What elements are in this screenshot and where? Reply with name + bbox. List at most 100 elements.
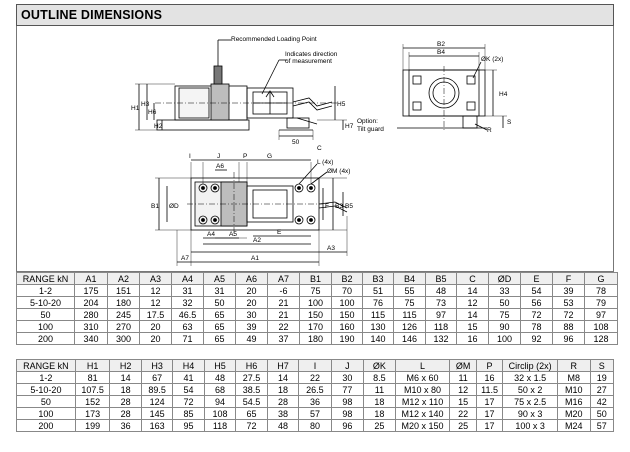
table-cell: 200 bbox=[16, 419, 76, 432]
table-cell: 12 bbox=[139, 296, 172, 309]
table-cell: 118 bbox=[425, 320, 457, 333]
table-cell: 54 bbox=[172, 383, 205, 396]
table-cell: 77 bbox=[330, 383, 365, 396]
section-header: OUTLINE DIMENSIONS bbox=[16, 4, 614, 26]
table-cell: 79 bbox=[584, 296, 618, 309]
table-cell: 72 bbox=[172, 395, 205, 408]
table-cell: 48 bbox=[425, 284, 457, 297]
callout-loading-point: Recommended Loading Point bbox=[231, 36, 317, 43]
table-cell: 17.5 bbox=[139, 308, 172, 321]
table-cell: M10 bbox=[557, 383, 591, 396]
table-cell: 65 bbox=[203, 308, 236, 321]
table-cell: M24 bbox=[557, 419, 591, 432]
dim-a6: A6 bbox=[216, 163, 224, 170]
header-cell: H6 bbox=[235, 359, 268, 372]
dim-a3: A3 bbox=[327, 245, 335, 252]
header-cell: RANGE kN bbox=[16, 272, 75, 285]
table-cell: 88 bbox=[552, 320, 585, 333]
table-cell: 89.5 bbox=[140, 383, 174, 396]
table-cell: 90 x 3 bbox=[502, 407, 559, 420]
header-cell: A1 bbox=[74, 272, 108, 285]
table-cell: 145 bbox=[140, 407, 174, 420]
table-cell: 1-2 bbox=[16, 284, 75, 297]
table-cell: 41 bbox=[172, 371, 205, 384]
header-cell: P bbox=[475, 359, 504, 372]
table-cell: 150 bbox=[331, 308, 363, 321]
table-cell: 160 bbox=[331, 320, 363, 333]
dim-b4: B4 bbox=[437, 49, 445, 56]
header-cell: B2 bbox=[331, 272, 363, 285]
dim-a5: A5 bbox=[229, 231, 237, 238]
table-cell: 17 bbox=[475, 395, 504, 408]
table-cell: M10 x 80 bbox=[394, 383, 451, 396]
table-cell: 21 bbox=[267, 296, 300, 309]
dim-50: 50 bbox=[292, 139, 300, 146]
table-cell: 152 bbox=[74, 395, 111, 408]
table-cell: 12 bbox=[139, 284, 172, 297]
header-cell: J bbox=[330, 359, 365, 372]
table-cell: 100 bbox=[299, 296, 332, 309]
table-cell: 54.5 bbox=[235, 395, 268, 408]
table-cell: 15 bbox=[449, 395, 477, 408]
table-cell: 5-10-20 bbox=[16, 296, 75, 309]
table-cell: M20 x 150 bbox=[394, 419, 451, 432]
table-cell: 173 bbox=[74, 407, 111, 420]
table-cell: 30 bbox=[235, 308, 268, 321]
header-cell: A3 bbox=[139, 272, 172, 285]
callout-direction-line2: of measurement bbox=[285, 58, 332, 65]
header-cell: B3 bbox=[362, 272, 394, 285]
header-cell: B4 bbox=[393, 272, 426, 285]
table-cell: 18 bbox=[109, 383, 142, 396]
table-cell: M16 bbox=[557, 395, 591, 408]
dim-ok-label: ØK (2x) bbox=[481, 56, 503, 63]
header-cell: H7 bbox=[266, 359, 300, 372]
table-cell: 65 bbox=[235, 407, 268, 420]
table-cell: 85 bbox=[172, 407, 205, 420]
table-cell: 118 bbox=[203, 419, 237, 432]
header-cell: R bbox=[557, 359, 591, 372]
dim-g: G bbox=[267, 153, 272, 160]
table-cell: 97 bbox=[425, 308, 457, 321]
table-cell: 126 bbox=[393, 320, 426, 333]
table-cell: 14 bbox=[266, 371, 300, 384]
table-cell: 180 bbox=[107, 296, 140, 309]
table-cell: 190 bbox=[331, 332, 363, 345]
table-cell: 65 bbox=[203, 332, 236, 345]
dim-s: S bbox=[507, 119, 512, 126]
table-cell: 150 bbox=[299, 308, 332, 321]
table-cell: 67 bbox=[140, 371, 174, 384]
dim-a1: A1 bbox=[251, 255, 259, 262]
header-cell: B5 bbox=[425, 272, 457, 285]
dim-i: I bbox=[189, 153, 191, 160]
dim-p: P bbox=[243, 153, 247, 160]
table-cell: 245 bbox=[107, 308, 140, 321]
header-cell: A5 bbox=[203, 272, 236, 285]
table-cell: 53 bbox=[552, 296, 585, 309]
table-cell: 49 bbox=[235, 332, 268, 345]
table-cell: 20 bbox=[235, 296, 268, 309]
table-cell: 340 bbox=[74, 332, 108, 345]
dim-a4: A4 bbox=[207, 231, 215, 238]
dim-l-label: L (4x) bbox=[317, 159, 333, 166]
table-cell: 36 bbox=[298, 395, 332, 408]
header-cell: H3 bbox=[140, 359, 174, 372]
table-cell: 78 bbox=[584, 284, 618, 297]
table-cell: 20 bbox=[235, 284, 268, 297]
table-cell: 18 bbox=[363, 395, 396, 408]
table-cell: 75 bbox=[299, 284, 332, 297]
dim-h1: H1 bbox=[131, 105, 140, 112]
table-cell: 17 bbox=[475, 407, 504, 420]
table-cell: 33 bbox=[488, 284, 521, 297]
table-cell: 80 bbox=[298, 419, 332, 432]
table-cell: 163 bbox=[140, 419, 174, 432]
table-cell: 96 bbox=[552, 332, 585, 345]
table-cell: 75 bbox=[393, 296, 426, 309]
table-cell: 50 x 2 bbox=[502, 383, 559, 396]
dim-h7: H7 bbox=[345, 123, 354, 130]
